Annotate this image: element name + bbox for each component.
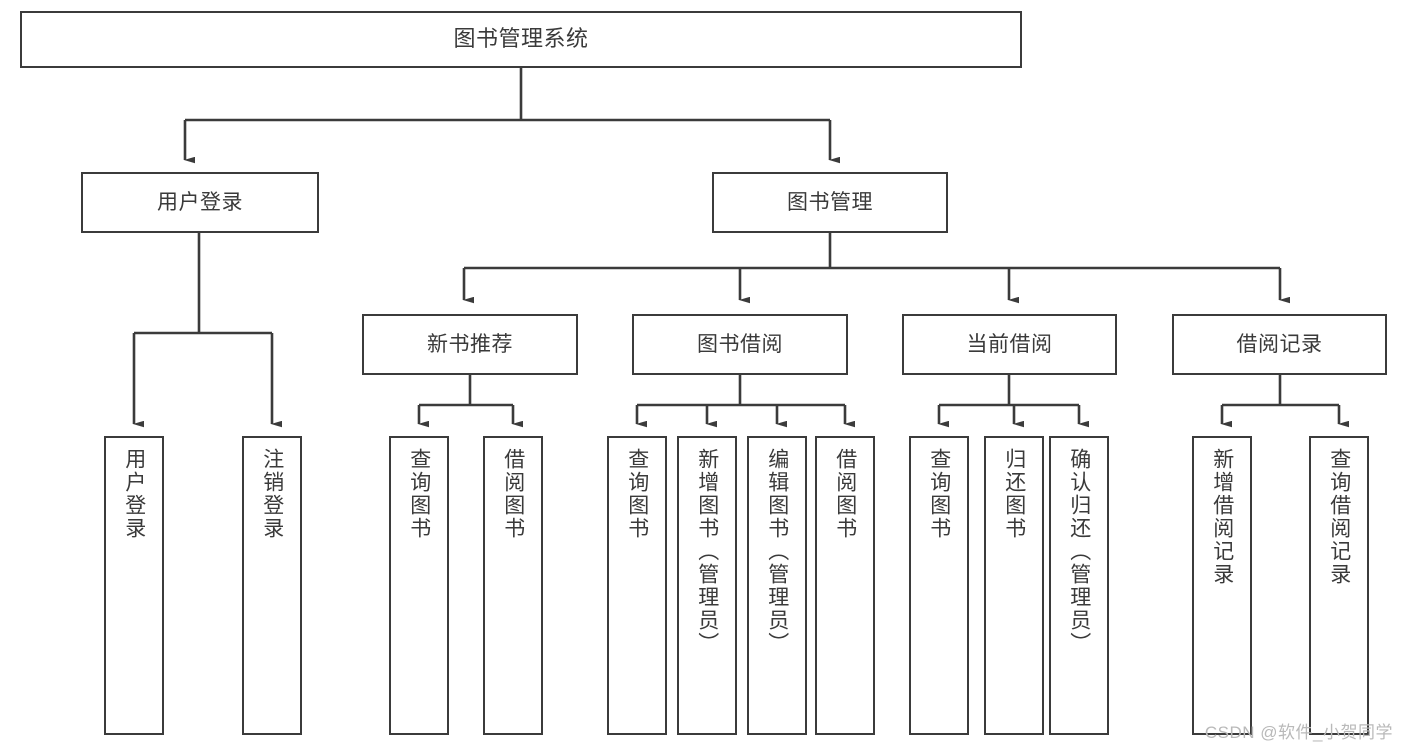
- leaf-borrow-record-query[interactable]: 查询借阅记录: [1309, 436, 1369, 735]
- node-label: 确认归还（管理员）: [1067, 448, 1091, 655]
- node-label: 查询图书: [407, 448, 431, 540]
- node-label: 归还图书: [1002, 448, 1026, 540]
- node-label: 图书借阅: [697, 332, 783, 356]
- node-label: 查询借阅记录: [1327, 448, 1351, 586]
- leaf-new-book-query[interactable]: 查询图书: [389, 436, 449, 735]
- node-label: 用户登录: [122, 448, 146, 540]
- leaf-new-book-borrow[interactable]: 借阅图书: [483, 436, 543, 735]
- node-label: 注销登录: [260, 448, 284, 540]
- node-label: 借阅图书: [833, 448, 857, 540]
- node-label: 新书推荐: [427, 332, 513, 356]
- node-label: 查询图书: [927, 448, 951, 540]
- node-label: 借阅图书: [501, 448, 525, 540]
- node-label: 当前借阅: [966, 332, 1053, 356]
- node-current-borrow[interactable]: 当前借阅: [902, 314, 1117, 375]
- leaf-borrow-record-add[interactable]: 新增借阅记录: [1192, 436, 1252, 735]
- node-user-login[interactable]: 用户登录: [81, 172, 319, 233]
- leaf-book-borrow-query[interactable]: 查询图书: [607, 436, 667, 735]
- leaf-book-borrow-borrow[interactable]: 借阅图书: [815, 436, 875, 735]
- leaf-book-borrow-add[interactable]: 新增图书（管理员）: [677, 436, 737, 735]
- node-root-system[interactable]: 图书管理系统: [20, 11, 1022, 68]
- node-label: 图书管理系统: [453, 26, 589, 52]
- leaf-user-login-login[interactable]: 用户登录: [104, 436, 164, 735]
- leaf-current-borrow-query[interactable]: 查询图书: [909, 436, 969, 735]
- leaf-book-borrow-edit[interactable]: 编辑图书（管理员）: [747, 436, 807, 735]
- node-borrow-record[interactable]: 借阅记录: [1172, 314, 1387, 375]
- node-book-borrow[interactable]: 图书借阅: [632, 314, 848, 375]
- csdn-watermark: CSDN @软件_小贺同学: [1204, 723, 1393, 742]
- node-label: 查询图书: [625, 448, 649, 540]
- leaf-current-borrow-return[interactable]: 归还图书: [984, 436, 1044, 735]
- node-label: 借阅记录: [1236, 332, 1323, 356]
- node-label: 新增图书（管理员）: [695, 448, 719, 655]
- leaf-user-login-logout[interactable]: 注销登录: [242, 436, 302, 735]
- node-label: 编辑图书（管理员）: [765, 448, 789, 655]
- node-label: 图书管理: [787, 190, 873, 214]
- node-label: 新增借阅记录: [1210, 448, 1234, 586]
- node-book-management[interactable]: 图书管理: [712, 172, 948, 233]
- node-label: 用户登录: [157, 190, 243, 214]
- node-new-book-recommend[interactable]: 新书推荐: [362, 314, 578, 375]
- leaf-current-borrow-confirm-return[interactable]: 确认归还（管理员）: [1049, 436, 1109, 735]
